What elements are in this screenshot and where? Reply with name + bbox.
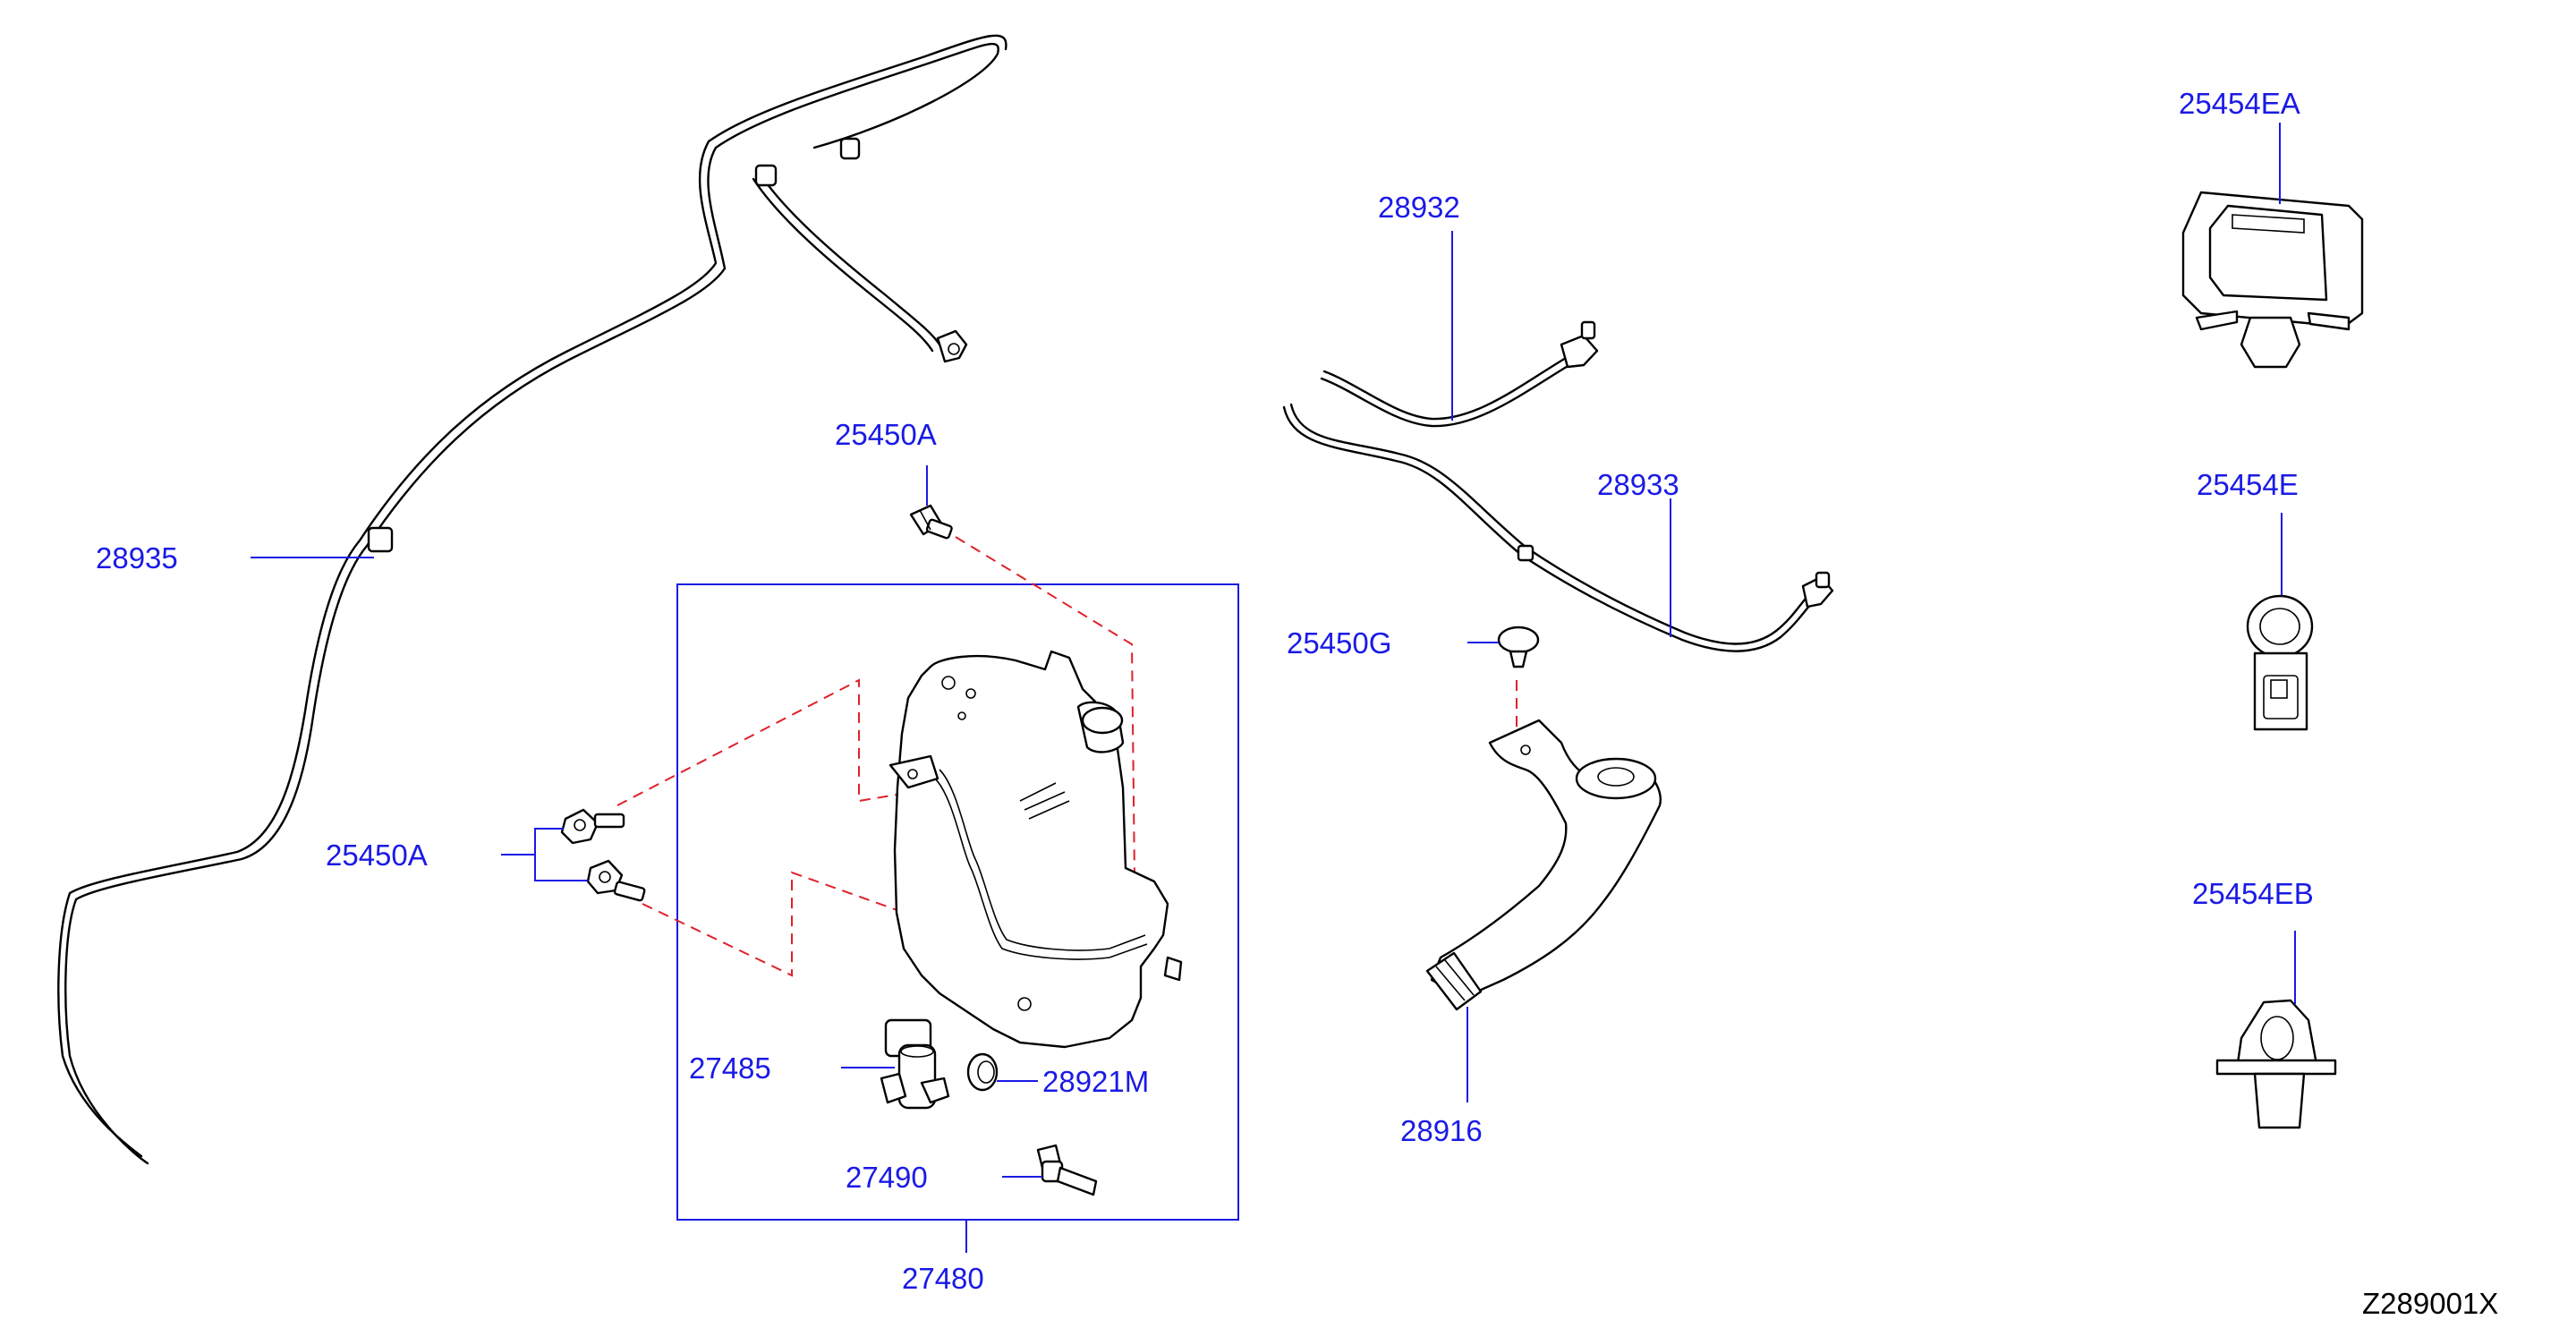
sensor-27490[interactable] (1036, 1144, 1098, 1196)
label-27485[interactable]: 27485 (689, 1051, 771, 1085)
label-25454E[interactable]: 25454E (2197, 468, 2299, 501)
washer-tank[interactable] (888, 650, 1183, 1049)
leader-25450A-left (501, 828, 588, 881)
label-25454EB[interactable]: 25454EB (2192, 877, 2314, 910)
hose-28932[interactable] (1320, 320, 1599, 428)
label-25450G[interactable]: 25450G (1287, 626, 1391, 660)
clip-25454EA[interactable] (2181, 191, 2364, 369)
grommet-28921M[interactable] (966, 1052, 999, 1092)
label-27490[interactable]: 27490 (846, 1161, 928, 1194)
assembly-box-27480 (676, 583, 1239, 1221)
cap-25450G[interactable] (1497, 626, 1540, 668)
clip-25454E[interactable] (2246, 594, 2314, 731)
label-25450A-left[interactable]: 25450A (326, 839, 428, 872)
bolt-25450A-top[interactable] (909, 504, 953, 540)
label-25454EA[interactable]: 25454EA (2179, 87, 2300, 120)
pump-27485[interactable] (880, 1018, 950, 1110)
bolt-25450A-left-1[interactable] (560, 808, 625, 845)
label-27480[interactable]: 27480 (902, 1262, 984, 1295)
diagram-reference-code: Z289001X (2362, 1287, 2498, 1320)
label-25450A-top[interactable]: 25450A (835, 418, 937, 451)
label-28935[interactable]: 28935 (96, 541, 178, 575)
label-28933[interactable]: 28933 (1597, 468, 1679, 501)
label-28932[interactable]: 28932 (1378, 191, 1460, 224)
hose-28935[interactable] (57, 34, 1007, 1165)
label-28916[interactable]: 28916 (1400, 1114, 1483, 1147)
clip-25454EB[interactable] (2215, 999, 2337, 1129)
bolt-25450A-left-2[interactable] (586, 859, 646, 902)
hose-28933[interactable] (1282, 403, 1834, 652)
label-28921M[interactable]: 28921M (1042, 1065, 1149, 1098)
filler-tube-28916[interactable] (1425, 719, 1662, 1011)
